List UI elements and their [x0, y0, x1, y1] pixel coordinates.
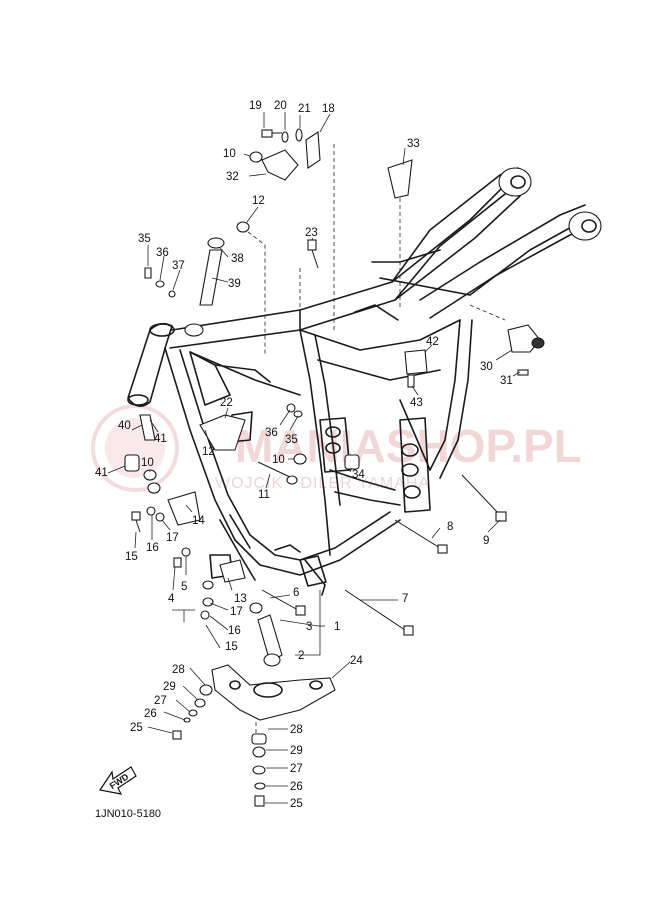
callout-30: 30: [480, 361, 493, 373]
callout-37: 37: [172, 260, 185, 272]
callout-35: 35: [138, 233, 151, 245]
callout-40: 40: [118, 420, 131, 432]
callout-18: 18: [322, 103, 335, 115]
callout-27: 27: [290, 763, 303, 775]
callout-2: 2: [298, 650, 304, 662]
callout-15: 15: [225, 641, 238, 653]
forward-arrow-icon: FWD: [98, 766, 137, 795]
callout-31: 31: [500, 375, 513, 387]
callout-12: 12: [202, 446, 215, 458]
callout-21: 21: [298, 103, 311, 115]
callout-7: 7: [402, 593, 408, 605]
callout-12: 12: [252, 195, 265, 207]
callout-19: 19: [249, 100, 262, 112]
callout-29: 29: [163, 681, 176, 693]
callout-17: 17: [166, 532, 179, 544]
callout-5: 5: [181, 581, 187, 593]
callout-36: 36: [265, 427, 278, 439]
callout-24: 24: [350, 655, 363, 667]
leader-lines: [107, 112, 521, 804]
frame-assembly: [127, 167, 602, 596]
callout-39: 39: [228, 278, 241, 290]
callout-15: 15: [125, 551, 138, 563]
callout-25: 25: [130, 722, 143, 734]
callout-10: 10: [272, 454, 285, 466]
callout-6: 6: [293, 587, 299, 599]
callout-28: 28: [290, 724, 303, 736]
part-code-label: 1JN010-5180: [95, 808, 161, 820]
callout-17: 17: [230, 606, 243, 618]
callout-4: 4: [168, 593, 175, 605]
callout-23: 23: [305, 227, 318, 239]
callout-20: 20: [274, 100, 287, 112]
callout-13: 13: [234, 593, 247, 605]
callout-11: 11: [258, 489, 270, 501]
callout-3: 3: [306, 621, 312, 633]
callout-29: 29: [290, 745, 303, 757]
callout-28: 28: [172, 664, 185, 676]
callout-16: 16: [228, 625, 241, 637]
callout-34: 34: [352, 469, 365, 481]
callout-32: 32: [226, 171, 239, 183]
callout-25: 25: [290, 798, 303, 810]
callout-33: 33: [407, 138, 420, 150]
callout-41: 41: [95, 467, 108, 479]
callout-26: 26: [290, 781, 303, 793]
callout-42: 42: [426, 336, 439, 348]
small-parts: [124, 128, 545, 807]
callout-38: 38: [231, 253, 244, 265]
callout-8: 8: [447, 521, 453, 533]
callout-10: 10: [223, 148, 236, 160]
callout-43: 43: [410, 397, 423, 409]
callout-22: 22: [220, 397, 233, 409]
callout-26: 26: [144, 708, 157, 720]
callout-36: 36: [156, 247, 169, 259]
callout-35: 35: [285, 434, 298, 446]
callout-16: 16: [146, 542, 159, 554]
callout-27: 27: [154, 695, 167, 707]
callout-14: 14: [192, 515, 205, 527]
callout-1: 1: [334, 621, 340, 633]
callout-9: 9: [483, 535, 489, 547]
callout-labels: 19 20 21 18 10 32 33 12 35 36 37 38 39 2…: [95, 100, 513, 810]
callout-10: 10: [141, 457, 154, 469]
callout-41: 41: [154, 433, 167, 445]
